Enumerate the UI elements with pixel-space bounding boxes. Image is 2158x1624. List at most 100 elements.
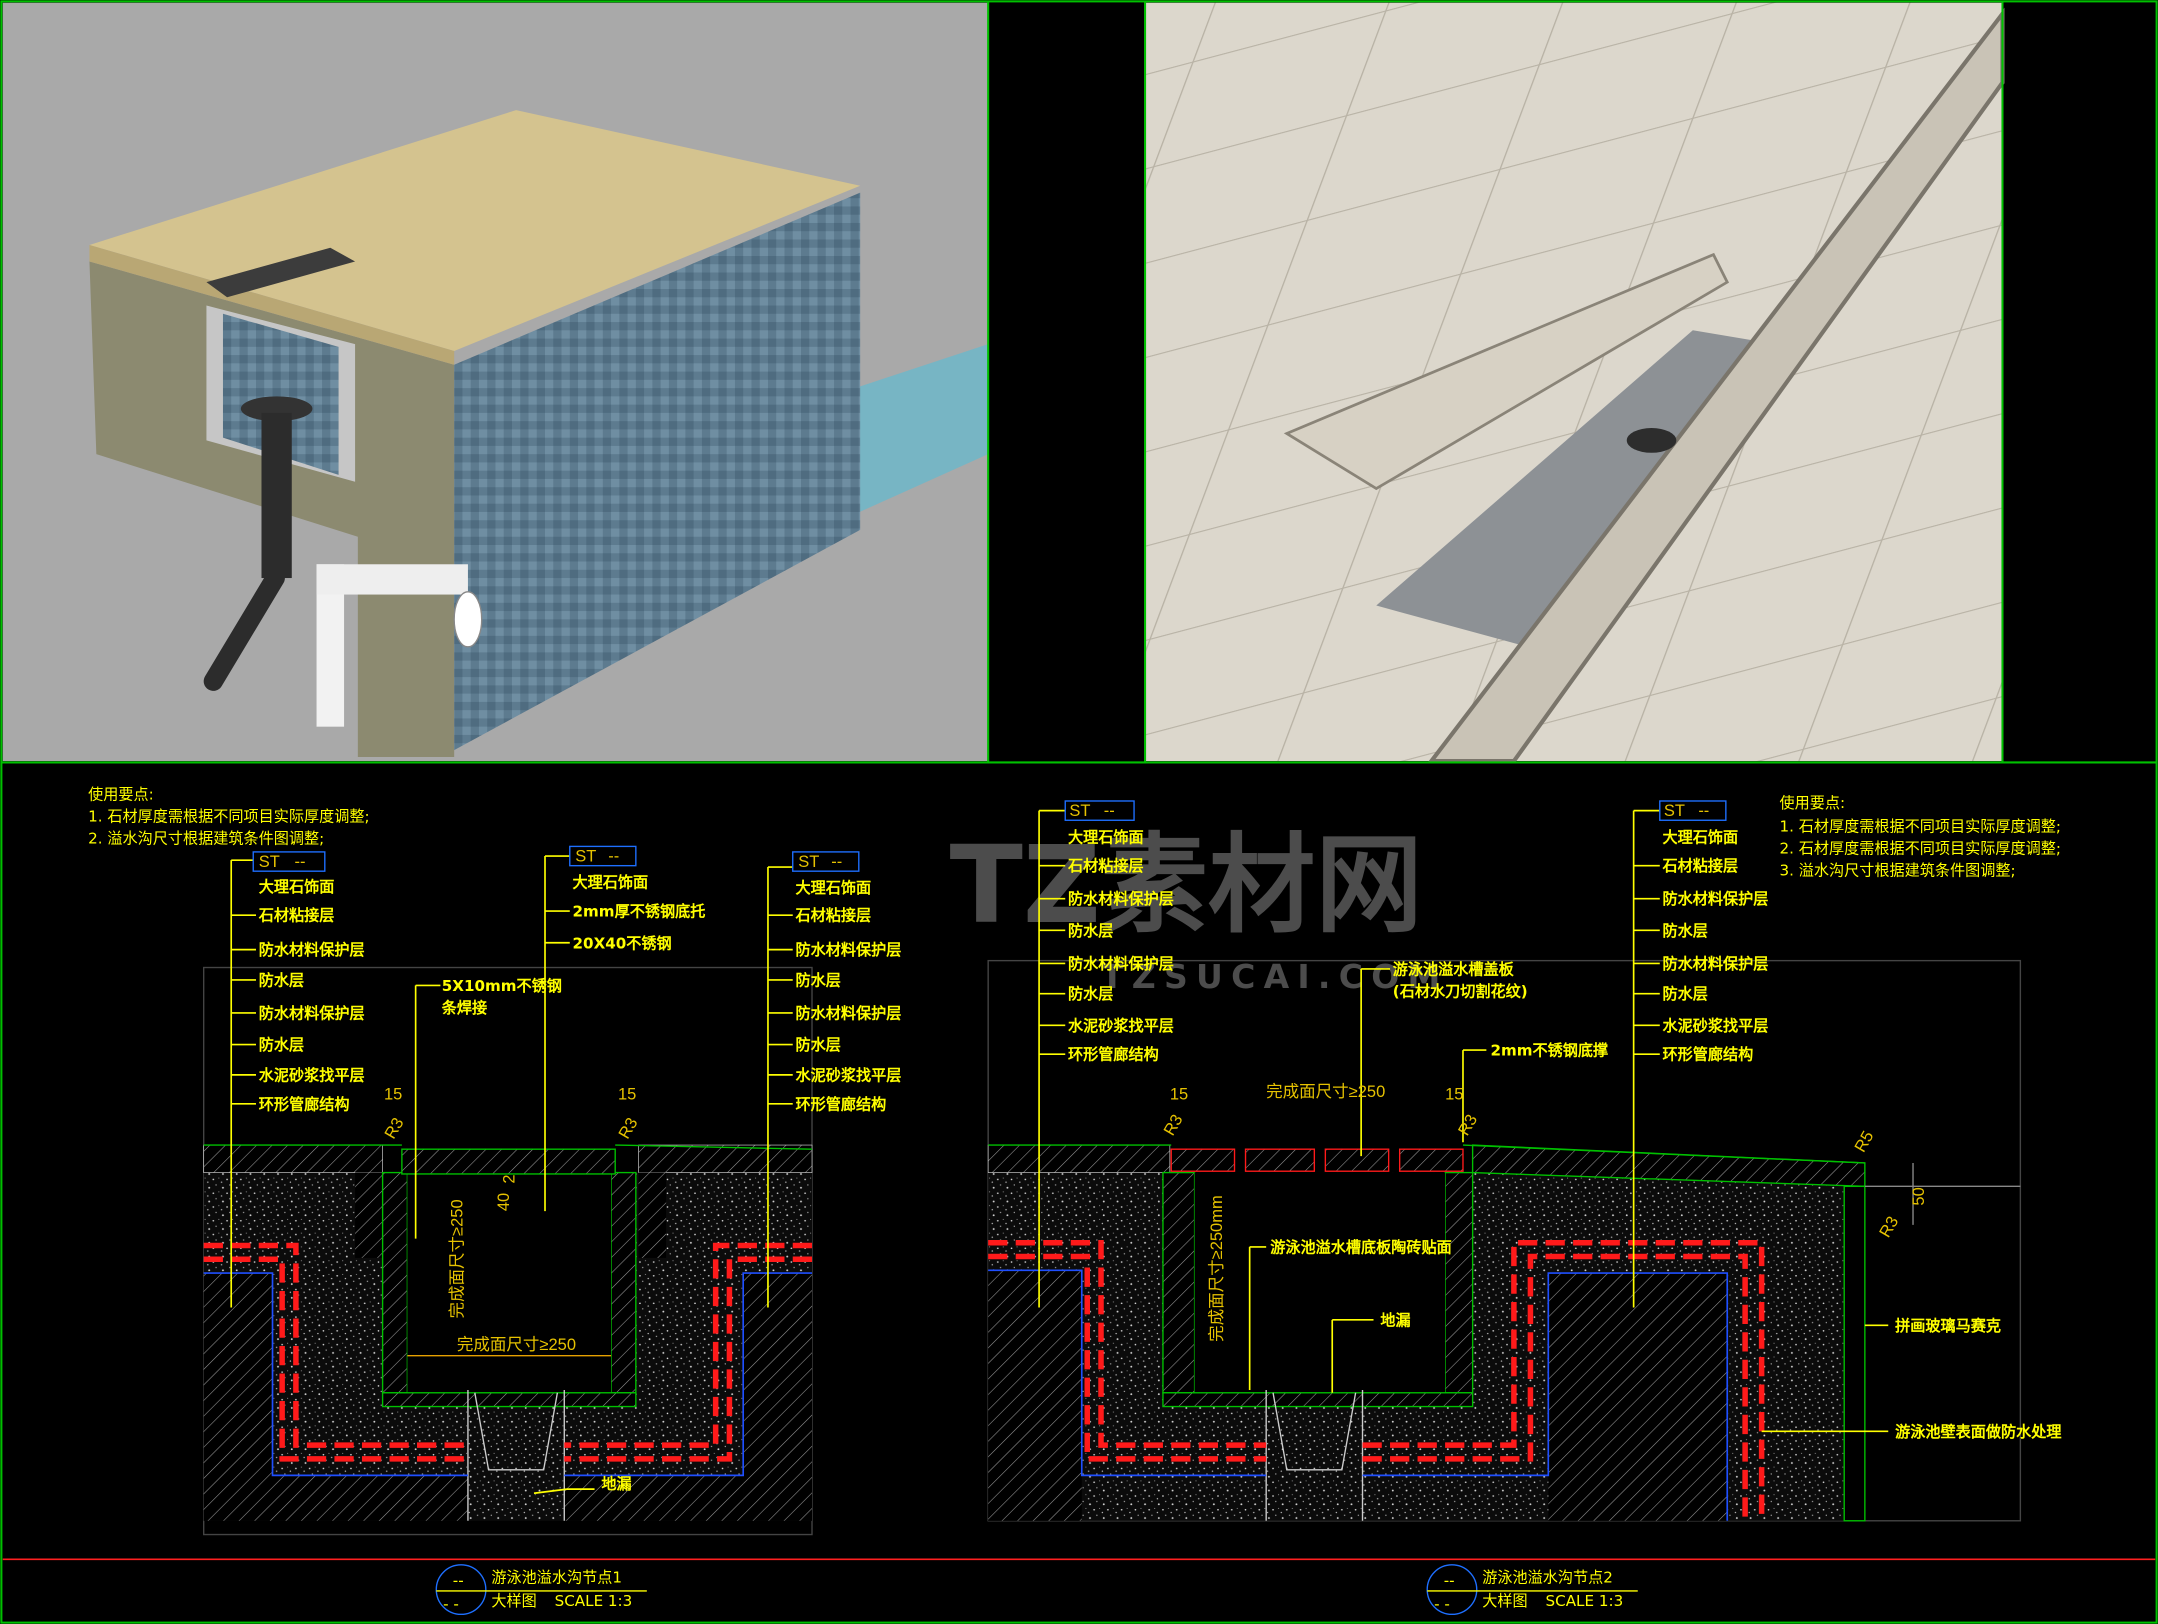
detail2-left-labels: 大理石饰面 石材粘接层 防水材料保护层 防水层 防水材料保护层 防水层 水泥砂浆… bbox=[1067, 828, 1174, 1063]
detail2-right-labels: 大理石饰面 石材粘接层 防水材料保护层 防水层 防水材料保护层 防水层 水泥砂浆… bbox=[1662, 828, 1769, 1063]
svg-text:40: 40 bbox=[495, 1193, 513, 1211]
svg-text:--: -- bbox=[453, 1571, 464, 1589]
svg-text:--: -- bbox=[295, 853, 306, 871]
svg-text:水泥砂浆找平层: 水泥砂浆找平层 bbox=[795, 1066, 901, 1084]
svg-text:地漏: 地漏 bbox=[601, 1475, 631, 1493]
detail2-section bbox=[987, 959, 2022, 1522]
svg-text:- -: - - bbox=[443, 1595, 459, 1613]
svg-text:防水层: 防水层 bbox=[1663, 922, 1708, 940]
detail1-title-block: -- - - 游泳池溢水沟节点1 大样图 SCALE 1:3 bbox=[435, 1564, 647, 1616]
svg-text:防水层: 防水层 bbox=[1068, 922, 1113, 940]
detail1-leaders bbox=[230, 855, 793, 1495]
svg-text:ST: ST bbox=[1664, 802, 1685, 820]
svg-text:防水层: 防水层 bbox=[1068, 985, 1113, 1003]
svg-text:R3: R3 bbox=[1455, 1112, 1481, 1139]
detail1-tag-right: ST -- bbox=[792, 851, 860, 872]
svg-text:--: -- bbox=[1698, 802, 1709, 820]
detail2-callouts: 游泳池溢水槽盖板 (石材水刀切割花纹) 2mm不锈钢底撑 游泳池溢水槽底板陶砖贴… bbox=[1270, 960, 2061, 1440]
svg-text:防水层: 防水层 bbox=[795, 1036, 840, 1054]
svg-text:大样图: 大样图 bbox=[1482, 1592, 1527, 1610]
svg-text:完成面尺寸≥250: 完成面尺寸≥250 bbox=[1266, 1082, 1385, 1101]
svg-text:15: 15 bbox=[1170, 1086, 1188, 1104]
svg-text:R3: R3 bbox=[1160, 1112, 1186, 1139]
svg-text:环形管廊结构: 环形管廊结构 bbox=[1068, 1046, 1159, 1064]
svg-text:ST: ST bbox=[798, 853, 819, 871]
svg-text:拼画玻璃马赛克: 拼画玻璃马赛克 bbox=[1895, 1317, 2001, 1335]
svg-text:防水层: 防水层 bbox=[1663, 985, 1708, 1003]
svg-text:SCALE 1:3: SCALE 1:3 bbox=[1546, 1592, 1624, 1610]
svg-text:条焊接: 条焊接 bbox=[441, 999, 487, 1017]
svg-text:大理石饰面: 大理石饰面 bbox=[573, 874, 649, 892]
svg-text:2. 溢水沟尺寸根据建筑条件图调整;: 2. 溢水沟尺寸根据建筑条件图调整; bbox=[88, 830, 324, 848]
svg-text:15: 15 bbox=[384, 1086, 402, 1104]
svg-text:50: 50 bbox=[1910, 1187, 1928, 1205]
detail2-title-block: -- - - 游泳池溢水沟节点2 大样图 SCALE 1:3 bbox=[1426, 1564, 1638, 1616]
svg-text:SCALE 1:3: SCALE 1:3 bbox=[555, 1592, 633, 1610]
svg-text:R3: R3 bbox=[1876, 1213, 1902, 1240]
svg-text:石材粘接层: 石材粘接层 bbox=[1662, 857, 1739, 875]
svg-text:游泳池溢水槽盖板: 游泳池溢水槽盖板 bbox=[1393, 960, 1515, 978]
detail1-tag-left: ST -- bbox=[252, 851, 326, 872]
svg-text:游泳池壁表面做防水处理: 游泳池壁表面做防水处理 bbox=[1895, 1423, 2061, 1441]
svg-text:15: 15 bbox=[1445, 1086, 1463, 1104]
svg-text:TZ素材网: TZ素材网 bbox=[950, 823, 1423, 948]
watermark: TZ素材网 TZSUCAI.COM bbox=[950, 823, 1449, 996]
svg-text:大理石饰面: 大理石饰面 bbox=[1068, 828, 1144, 846]
svg-text:--: -- bbox=[831, 853, 842, 871]
svg-text:防水层: 防水层 bbox=[259, 1036, 304, 1054]
svg-text:水泥砂浆找平层: 水泥砂浆找平层 bbox=[1663, 1017, 1769, 1035]
svg-text:TZSUCAI.COM: TZSUCAI.COM bbox=[1101, 957, 1449, 996]
svg-text:15: 15 bbox=[618, 1086, 636, 1104]
svg-text:防水材料保护层: 防水材料保护层 bbox=[795, 941, 901, 959]
svg-text:石材粘接层: 石材粘接层 bbox=[258, 907, 335, 925]
svg-text:--: -- bbox=[1104, 802, 1115, 820]
svg-text:防水材料保护层: 防水材料保护层 bbox=[1068, 955, 1174, 973]
svg-text:使用要点:: 使用要点: bbox=[88, 786, 154, 804]
svg-text:游泳池溢水沟节点2: 游泳池溢水沟节点2 bbox=[1482, 1569, 1613, 1587]
overflow-gutter-photo bbox=[1145, 2, 2005, 764]
svg-text:防水材料保护层: 防水材料保护层 bbox=[1663, 955, 1769, 973]
svg-text:环形管廊结构: 环形管廊结构 bbox=[795, 1095, 886, 1113]
svg-text:--: -- bbox=[608, 848, 619, 866]
svg-text:水泥砂浆找平层: 水泥砂浆找平层 bbox=[1068, 1017, 1174, 1035]
svg-text:- -: - - bbox=[1434, 1595, 1450, 1613]
detail1-tag-mid: ST -- bbox=[569, 845, 637, 867]
svg-text:5X10mm不锈钢: 5X10mm不锈钢 bbox=[442, 977, 562, 995]
svg-text:大理石饰面: 大理石饰面 bbox=[795, 879, 871, 897]
svg-text:防水层: 防水层 bbox=[795, 971, 840, 989]
svg-text:防水材料保护层: 防水材料保护层 bbox=[795, 1004, 901, 1022]
detail2-leaders bbox=[1038, 809, 1889, 1433]
svg-text:1. 石材厚度需根据不同项目实际厚度调整;: 1. 石材厚度需根据不同项目实际厚度调整; bbox=[88, 808, 369, 826]
svg-text:使用要点:: 使用要点: bbox=[1780, 794, 1846, 812]
detail2-tag-right: ST -- bbox=[1659, 800, 1727, 821]
detail2-dimensions: 15 15 完成面尺寸≥250 完成面尺寸≥250mm R3 R3 R5 R3 … bbox=[1160, 1082, 1928, 1342]
svg-text:R3: R3 bbox=[615, 1115, 641, 1142]
svg-text:1. 石材厚度需根据不同项目实际厚度调整;: 1. 石材厚度需根据不同项目实际厚度调整; bbox=[1780, 817, 2061, 835]
svg-text:防水材料保护层: 防水材料保护层 bbox=[259, 1004, 365, 1022]
svg-text:防水层: 防水层 bbox=[259, 971, 304, 989]
svg-text:防水材料保护层: 防水材料保护层 bbox=[1663, 890, 1769, 908]
svg-text:游泳池溢水沟节点1: 游泳池溢水沟节点1 bbox=[491, 1569, 622, 1587]
svg-text:2mm不锈钢底撑: 2mm不锈钢底撑 bbox=[1491, 1042, 1609, 1060]
svg-text:3. 溢水沟尺寸根据建筑条件图调整;: 3. 溢水沟尺寸根据建筑条件图调整; bbox=[1780, 861, 2016, 879]
svg-text:环形管廊结构: 环形管廊结构 bbox=[259, 1095, 350, 1113]
svg-text:--: -- bbox=[1444, 1571, 1455, 1589]
svg-text:完成面尺寸≥250mm: 完成面尺寸≥250mm bbox=[1207, 1195, 1226, 1342]
svg-text:防水材料保护层: 防水材料保护层 bbox=[1068, 890, 1174, 908]
svg-text:R3: R3 bbox=[381, 1115, 407, 1142]
detail1-mid-labels: 大理石饰面 2mm厚不锈钢底托 20X40不锈钢 5X10mm不锈钢 条焊接 bbox=[441, 874, 706, 1017]
detail1-section bbox=[203, 966, 813, 1536]
svg-text:ST: ST bbox=[1069, 802, 1090, 820]
detail1-right-labels: 大理石饰面 石材粘接层 防水材料保护层 防水层 防水材料保护层 防水层 水泥砂浆… bbox=[794, 879, 901, 1113]
svg-text:水泥砂浆找平层: 水泥砂浆找平层 bbox=[259, 1066, 365, 1084]
svg-text:环形管廊结构: 环形管廊结构 bbox=[1663, 1046, 1754, 1064]
detail1-notes: 使用要点: 1. 石材厚度需根据不同项目实际厚度调整; 2. 溢水沟尺寸根据建筑… bbox=[88, 786, 369, 848]
detail2-tag-left: ST -- bbox=[1064, 800, 1135, 821]
detail1-left-labels: 大理石饰面 石材粘接层 防水材料保护层 防水层 防水材料保护层 防水层 水泥砂浆… bbox=[258, 878, 365, 1113]
svg-text:地漏: 地漏 bbox=[1380, 1311, 1410, 1329]
svg-text:2: 2 bbox=[501, 1174, 519, 1183]
svg-text:大理石饰面: 大理石饰面 bbox=[259, 878, 335, 896]
overflow-gutter-3d-render bbox=[2, 2, 989, 762]
